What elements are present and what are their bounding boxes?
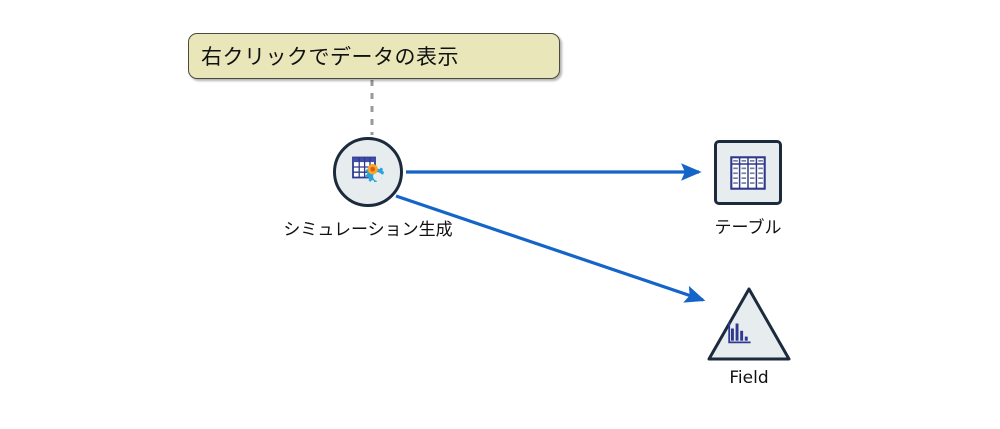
node-label-field: Field xyxy=(729,368,769,388)
node-shape-square[interactable] xyxy=(714,140,782,205)
table-icon xyxy=(730,155,766,190)
node-shape-circle[interactable] xyxy=(333,137,403,207)
node-table[interactable]: テーブル xyxy=(714,140,782,238)
node-simulation-source[interactable]: シミュレーション生成 xyxy=(283,137,453,240)
edge-source-to-field[interactable] xyxy=(395,194,706,303)
node-label-simulation-source: シミュレーション生成 xyxy=(283,220,453,240)
tooltip-text: 右クリックでデータの表示 xyxy=(201,45,459,69)
node-field[interactable]: Field xyxy=(706,286,792,388)
node-shape-triangle[interactable] xyxy=(706,286,792,362)
bar-chart-icon xyxy=(728,322,751,344)
node-label-table: テーブル xyxy=(714,218,782,238)
tooltip-callout: 右クリックでデータの表示 xyxy=(188,33,560,79)
table-with-gear-icon xyxy=(352,156,385,183)
